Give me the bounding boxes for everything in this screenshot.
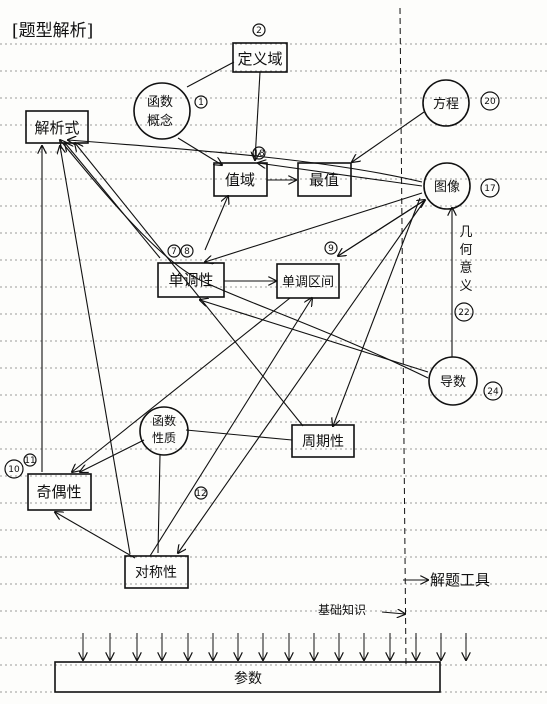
node-derivative: 导数	[428, 356, 478, 406]
node-equation-label: 方程	[433, 96, 459, 112]
node-domain: 定义域	[232, 42, 288, 73]
geometry-meaning-label: 几 何 意 义	[459, 225, 472, 294]
edge-mono-analytic	[65, 143, 161, 259]
node-max-label: 最值	[309, 171, 339, 189]
edge-domain-range	[255, 71, 261, 160]
svg-text:1: 1	[198, 98, 204, 108]
node-periodic-label: 周期性	[302, 434, 344, 450]
svg-text:22: 22	[458, 308, 469, 318]
node-func-concept-line1: 函数	[147, 95, 173, 110]
node-parameter-label: 参数	[234, 670, 262, 687]
marker-24: 24	[483, 381, 503, 401]
edge-symmetry-interval	[149, 298, 312, 557]
node-analytic-label: 解析式	[34, 119, 79, 137]
marker-11: 11	[23, 453, 37, 467]
node-func-prop-line2: 性质	[152, 431, 176, 445]
geometry-char-2: 何	[459, 242, 472, 258]
node-func-prop-line1: 函数	[152, 413, 176, 428]
marker-2: 2	[252, 23, 266, 37]
edge-graph-symmetry	[178, 199, 426, 553]
edge-derivative-mono	[200, 300, 429, 373]
svg-text:10: 10	[8, 465, 20, 475]
marker-7: 7	[167, 244, 181, 258]
svg-text:18: 18	[253, 149, 265, 159]
node-range-label: 值域	[225, 171, 255, 189]
edge-prop-parity	[80, 439, 145, 472]
node-mono-interval-label: 单调区间	[282, 275, 334, 290]
page-title: [题型解析]	[12, 21, 93, 41]
edges	[42, 61, 452, 614]
edge-graph-mono	[205, 192, 423, 262]
marker-12: 12	[194, 486, 208, 500]
marker-10: 10	[4, 459, 24, 479]
svg-text:12: 12	[195, 489, 206, 499]
node-periodic: 周期性	[291, 424, 355, 458]
edge-prop-symmetry	[157, 454, 161, 554]
svg-text:9: 9	[328, 244, 334, 254]
parameter-arrows	[83, 633, 466, 660]
tools-divider	[399, 7, 407, 666]
node-parity: 奇偶性	[27, 473, 92, 511]
geometry-char-3: 意	[459, 260, 472, 276]
node-func-concept: 函数 概念	[133, 82, 191, 140]
marker-20: 20	[480, 91, 500, 111]
basics-label: 基础知识	[318, 603, 366, 617]
node-domain-label: 定义域	[237, 50, 282, 68]
node-range: 值域	[213, 162, 268, 197]
edge-symmetry-parity	[55, 512, 136, 559]
edge-basics-divider	[381, 612, 405, 614]
node-derivative-label: 导数	[440, 375, 466, 390]
node-symmetry-label: 对称性	[135, 565, 177, 581]
ruled-lines	[0, 43, 547, 693]
node-monotonic: 单调性	[157, 262, 225, 298]
svg-text:11: 11	[24, 456, 35, 466]
marker-22: 22	[454, 302, 474, 322]
marker-17: 17	[480, 178, 500, 198]
node-analytic: 解析式	[25, 110, 89, 144]
edge-prop-periodic	[185, 429, 293, 441]
edge-equation-max	[352, 111, 425, 162]
edge-graph-analytic	[68, 140, 423, 183]
node-symmetry: 对称性	[124, 555, 189, 589]
marker-8: 8	[180, 244, 194, 258]
tools-label: 解题工具	[430, 571, 490, 589]
node-parameter: 参数	[54, 661, 441, 693]
marker-1: 1	[194, 95, 208, 109]
edge-concept-range	[177, 137, 222, 165]
svg-text:20: 20	[484, 97, 496, 107]
geometry-char-1: 几	[459, 225, 472, 240]
node-mono-interval: 单调区间	[276, 263, 340, 299]
svg-text:8: 8	[184, 247, 190, 257]
node-max: 最值	[297, 162, 352, 197]
marker-18: 18	[252, 146, 266, 160]
marker-9: 9	[324, 241, 338, 255]
node-equation: 方程	[422, 79, 470, 127]
edge-range-graph	[258, 163, 423, 187]
node-parity-label: 奇偶性	[36, 483, 81, 501]
edge-interval-parity	[72, 297, 291, 472]
svg-text:24: 24	[487, 387, 499, 397]
svg-text:2: 2	[256, 26, 262, 36]
node-graph-label: 图像	[434, 180, 460, 195]
node-func-concept-line2: 概念	[147, 113, 173, 129]
edge-interval-graph	[337, 200, 425, 257]
node-graph: 图像	[423, 162, 471, 210]
edge-concept-domain	[186, 61, 235, 88]
node-func-prop: 函数 性质	[139, 406, 189, 456]
svg-text:17: 17	[484, 184, 495, 194]
geometry-char-4: 义	[459, 279, 472, 294]
edge-derivative-analytic	[60, 140, 429, 379]
edge-graph-periodic	[333, 197, 421, 426]
svg-text:7: 7	[171, 247, 177, 257]
node-monotonic-label: 单调性	[168, 271, 213, 289]
edge-symmetry-analytic	[60, 146, 131, 555]
edge-mono-range	[204, 196, 228, 251]
edge-periodic-analytic	[75, 143, 304, 427]
